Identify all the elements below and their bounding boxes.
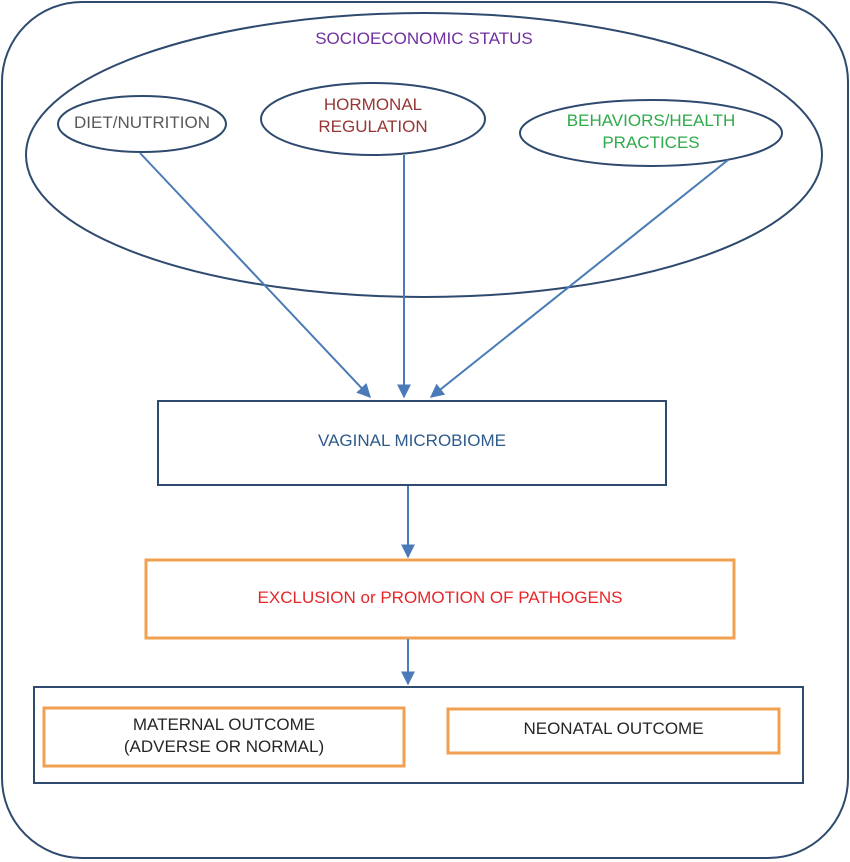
maternal-outcome-box <box>42 706 406 768</box>
exclusion-label: EXCLUSION or PROMOTION OF PATHOGENS <box>257 588 623 607</box>
behaviors-ellipse <box>519 99 783 167</box>
vaginal-microbiome-label: VAGINAL MICROBIOME <box>318 431 506 450</box>
diet-label: DIET/NUTRITION <box>74 113 210 132</box>
vaginal-microbiome-box <box>157 400 667 486</box>
neonatal-outcome-label: NEONATAL OUTCOME <box>523 719 704 738</box>
behaviors-label: BEHAVIORS/HEALTH PRACTICES <box>566 111 736 152</box>
neonatal-outcome-box <box>446 707 781 755</box>
hormonal-ellipse <box>260 82 486 156</box>
ses-label: SOCIOECONOMIC STATUS <box>315 29 533 48</box>
diet-arrow <box>139 152 371 399</box>
diet-ellipse <box>57 95 227 153</box>
exclusion-box <box>144 558 736 640</box>
maternal-outcome-label: MATERNAL OUTCOME (ADVERSE OR NORMAL) <box>123 715 325 756</box>
ses-ellipse <box>25 12 823 298</box>
hormonal-label: HORMONAL REGULATION <box>318 95 428 136</box>
behaviors-arrow <box>429 159 729 398</box>
